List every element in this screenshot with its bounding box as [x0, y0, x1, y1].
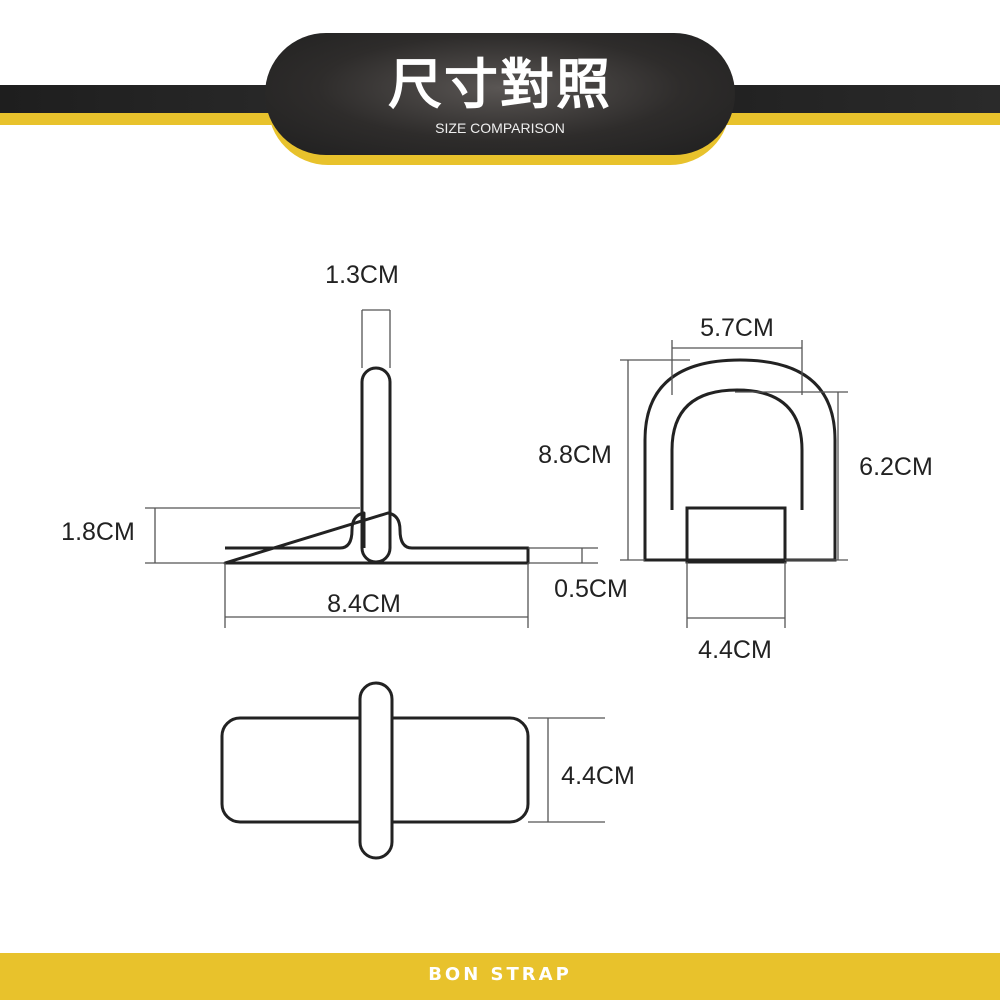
label-ring-base-width: 4.4CM [698, 636, 772, 664]
footer-band [0, 953, 1000, 1000]
d-ring-outer [643, 358, 837, 562]
side-view-dimension-lines [145, 309, 598, 628]
side-view-base-plate [223, 511, 530, 565]
page-subtitle: SIZE COMPARISON [435, 120, 565, 136]
label-ring-width: 5.7CM [700, 314, 774, 342]
label-base-length: 8.4CM [327, 590, 401, 618]
label-ring-thickness: 1.3CM [325, 261, 399, 289]
label-ring-total-height: 8.8CM [538, 441, 612, 469]
label-top-plate-width: 4.4CM [561, 762, 635, 790]
label-plate-thickness: 0.5CM [554, 575, 628, 603]
top-view-ring [358, 681, 394, 860]
title-pill [265, 33, 735, 155]
label-side-height: 1.8CM [61, 518, 135, 546]
d-ring-mount-block [685, 506, 787, 564]
page-title: 尺寸對照 [388, 53, 612, 116]
label-ring-inner-height: 6.2CM [859, 453, 933, 481]
d-ring-dimension-lines [620, 340, 848, 628]
d-ring-inner [670, 388, 804, 510]
brand-name: BON STRAP [428, 964, 572, 985]
top-view-drawing [220, 681, 530, 860]
side-view-drawing [223, 366, 530, 565]
side-view-ring [360, 366, 392, 564]
top-view-dimension-lines [528, 717, 605, 823]
d-ring-front-drawing [643, 358, 837, 564]
